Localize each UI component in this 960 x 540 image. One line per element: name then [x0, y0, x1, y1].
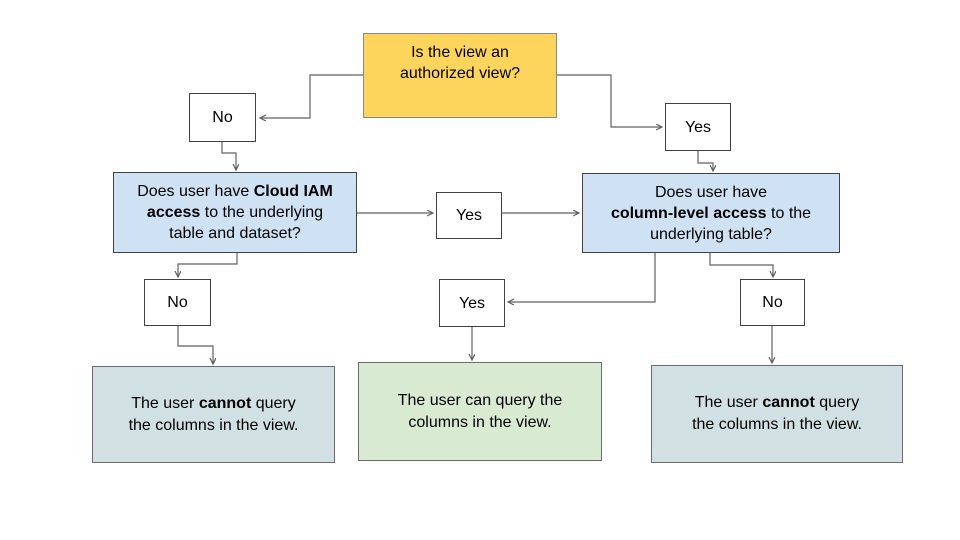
node-result-cannot-query-right-text: The user cannot query the columns in the… [652, 392, 902, 436]
node-question-authorized-view: Is the view an authorized view? [363, 33, 557, 118]
decision-label: No [167, 294, 188, 311]
text-segment: The user [131, 394, 199, 412]
decision-label: Yes [684, 118, 712, 136]
text-segment: the columns in the view. [692, 416, 862, 433]
edge-question-column-to-yes-bottom-middle [508, 253, 656, 302]
node-result-cannot-query-left-text: The user cannot query the columns in the… [93, 393, 334, 437]
text-segment: the columns in the view. [128, 416, 299, 434]
edge-no-top-left-to-question-iam [221, 142, 236, 170]
node-decision-yes-top-right: Yes [665, 103, 731, 151]
node-result-can-query: The user can query the columns in the vi… [358, 362, 602, 461]
text-segment-bold: column-level access [610, 204, 767, 222]
text-segment: The user [694, 394, 763, 411]
text-segment-bold: cannot [198, 394, 252, 412]
node-question-authorized-view-text: Is the view an authorized view? [364, 42, 556, 84]
node-decision-no-bottom-left: No [144, 279, 211, 326]
text-segment: columns in the view. [408, 413, 552, 431]
text-segment: underlying table? [650, 225, 772, 243]
text-segment: The user can query the [397, 391, 563, 409]
decision-label: Yes [455, 207, 483, 224]
edge-root-to-yes-top-right [557, 74, 662, 127]
node-question-cloud-iam-access: Does user have Cloud IAM access to the u… [113, 172, 357, 253]
edge-no-bottom-left-to-result-left [177, 326, 213, 364]
text-segment-bold: access [146, 204, 201, 221]
node-question-column-level-access: Does user have column-level access to th… [582, 173, 840, 253]
node-question-cloud-iam-access-text: Does user have Cloud IAM access to the u… [114, 181, 356, 244]
edge-yes-top-right-to-question-column [697, 151, 713, 171]
node-result-can-query-text: The user can query the columns in the vi… [359, 390, 601, 434]
decision-label: No [212, 109, 233, 126]
text-segment-bold: cannot [762, 394, 815, 411]
node-result-cannot-query-right: The user cannot query the columns in the… [651, 365, 903, 463]
text-segment: to the underlying [200, 204, 324, 221]
text-segment: to the [766, 204, 812, 222]
text-segment: query [814, 394, 860, 411]
node-question-column-level-access-text: Does user have column-level access to th… [583, 182, 839, 245]
edge-question-iam-to-no-bottom-left [178, 253, 238, 277]
edge-question-column-to-no-bottom-right [709, 253, 773, 277]
node-decision-yes-bottom-middle: Yes [439, 279, 505, 327]
node-result-cannot-query-left: The user cannot query the columns in the… [92, 366, 335, 463]
node-decision-no-top-left: No [189, 93, 256, 142]
text-segment: query [251, 394, 296, 412]
text-segment: Does user have [137, 183, 254, 200]
text-line: authorized view? [399, 65, 521, 82]
node-decision-yes-middle: Yes [436, 192, 502, 239]
text-segment-bold: Cloud IAM [253, 183, 333, 200]
text-segment: Does user have [654, 183, 768, 201]
edge-root-to-no-top-left [260, 74, 363, 118]
decision-label: No [762, 294, 783, 311]
decision-label: Yes [458, 294, 486, 312]
node-decision-no-bottom-right: No [740, 279, 805, 326]
text-line: Is the view an [411, 44, 509, 61]
text-segment: table and dataset? [169, 225, 301, 242]
